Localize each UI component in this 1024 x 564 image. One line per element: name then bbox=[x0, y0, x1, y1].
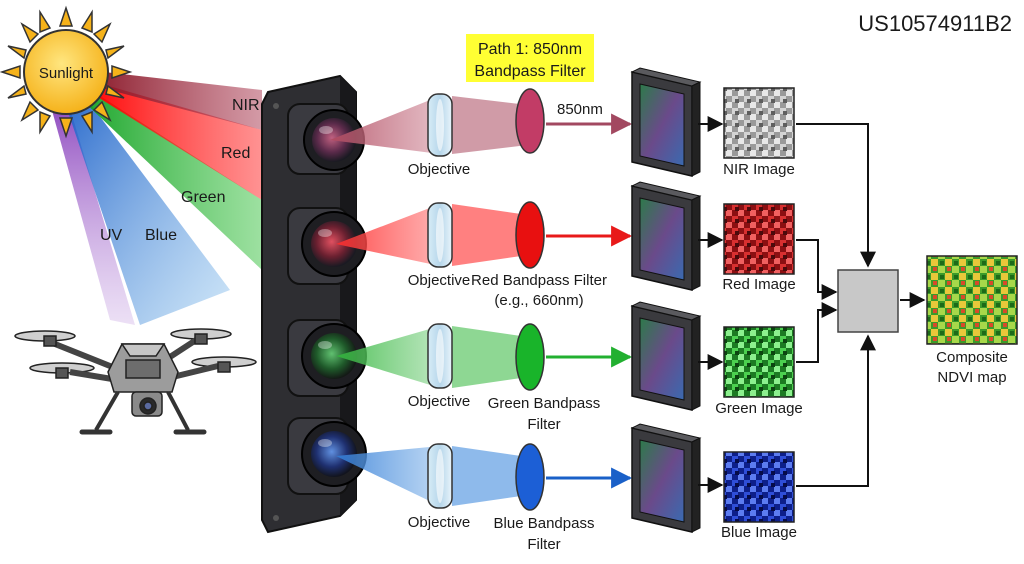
callout-line1: Path 1: 850nm bbox=[478, 41, 582, 58]
filter-green bbox=[516, 324, 544, 390]
connector-green-to-processor bbox=[796, 310, 836, 362]
band-label-uv: UV bbox=[100, 227, 123, 244]
objective-lens-blue bbox=[428, 444, 452, 508]
filter-red bbox=[516, 202, 544, 268]
sensor-green bbox=[632, 302, 700, 410]
objective-lens-nir bbox=[428, 94, 452, 156]
objective-label-red: Objective bbox=[408, 272, 471, 289]
blue-image bbox=[724, 452, 794, 522]
objective-lens-red bbox=[428, 203, 452, 267]
connector-blue-to-processor bbox=[796, 336, 868, 486]
filter-label-blue-line1: Blue Bandpass bbox=[494, 515, 595, 532]
band-label-blue: Blue bbox=[145, 227, 177, 244]
composite-label-line2: NDVI map bbox=[937, 369, 1006, 386]
red-image-label: Red Image bbox=[722, 276, 795, 293]
green-image-label: Green Image bbox=[715, 400, 803, 417]
band-label-green: Green bbox=[181, 189, 225, 206]
green-image bbox=[724, 327, 794, 397]
band-label-red: Red bbox=[221, 145, 250, 162]
drone-icon bbox=[15, 329, 256, 432]
filter-blue bbox=[516, 444, 544, 510]
blue-image-label: Blue Image bbox=[721, 524, 797, 541]
filter-label-green-line1: Green Bandpass bbox=[488, 395, 601, 412]
red-image bbox=[724, 204, 794, 274]
sensor-red bbox=[632, 182, 700, 290]
nir-image-label: NIR Image bbox=[723, 161, 795, 178]
callout-line2: Bandpass Filter bbox=[474, 63, 586, 80]
processor-box bbox=[838, 270, 898, 332]
filter-nir bbox=[516, 89, 544, 153]
filter-label-green-line2: Filter bbox=[527, 416, 560, 433]
filter-label-red-line2: (e.g., 660nm) bbox=[494, 292, 583, 309]
filter-label-blue-line2: Filter bbox=[527, 536, 560, 553]
connector-red-to-processor bbox=[796, 240, 836, 292]
objective-label-nir: Objective bbox=[408, 161, 471, 178]
filter-label-red-line1: Red Bandpass Filter bbox=[471, 272, 607, 289]
composite-ndvi-map bbox=[927, 256, 1017, 344]
wavelength-label: 850nm bbox=[557, 101, 603, 118]
composite-label-line1: Composite bbox=[936, 349, 1008, 366]
sensor-blue bbox=[632, 424, 700, 532]
objective-lens-green bbox=[428, 324, 452, 388]
objective-label-blue: Objective bbox=[408, 514, 471, 531]
sun-label: Sunlight bbox=[39, 65, 94, 82]
connector-nir-to-processor bbox=[796, 124, 868, 266]
objective-label-green: Objective bbox=[408, 393, 471, 410]
nir-image bbox=[724, 88, 794, 158]
band-label-nir: NIR bbox=[232, 97, 260, 114]
sensor-nir bbox=[632, 68, 700, 176]
patent-number: US10574911B2 bbox=[858, 11, 1012, 36]
